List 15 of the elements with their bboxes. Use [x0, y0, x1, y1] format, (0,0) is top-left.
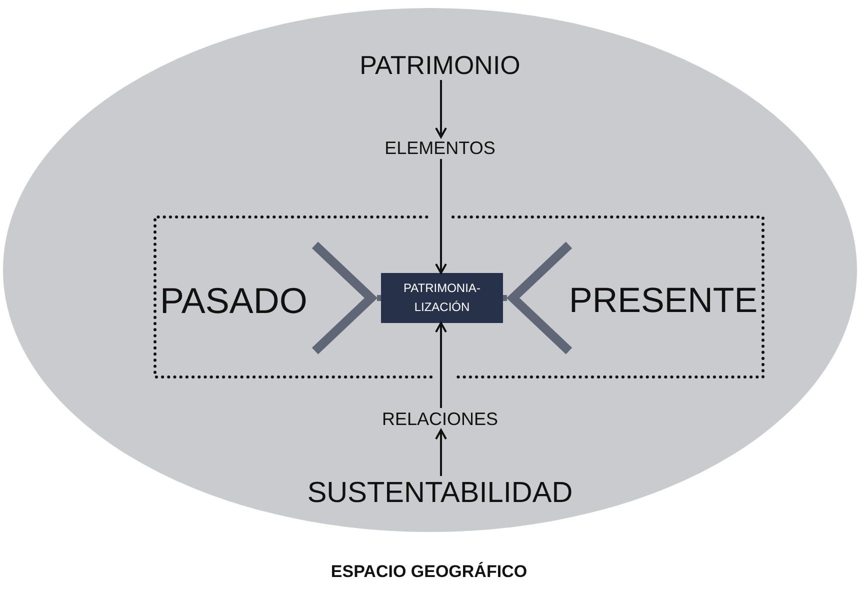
dotted-frame [155, 217, 763, 377]
chevron-arrow [310, 240, 381, 356]
concept-label: RELACIONES [340, 408, 540, 430]
arrow [435, 80, 447, 138]
process-box: PATRIMONIA- LIZACIÓN [381, 273, 503, 323]
concept-label: PATRIMONIO [320, 50, 560, 80]
concept-label: PASADO [160, 281, 312, 321]
concept-label: SUSTENTABILIDAD [280, 476, 600, 510]
concept-label: ELEMENTOS [340, 137, 540, 159]
arrow [435, 322, 447, 408]
region-title: ESPACIO GEOGRÁFICO [330, 563, 528, 582]
arrow [435, 159, 447, 274]
arrow [435, 429, 447, 476]
chevron-arrow [503, 240, 574, 356]
concept-label: PRESENTE [569, 281, 759, 321]
